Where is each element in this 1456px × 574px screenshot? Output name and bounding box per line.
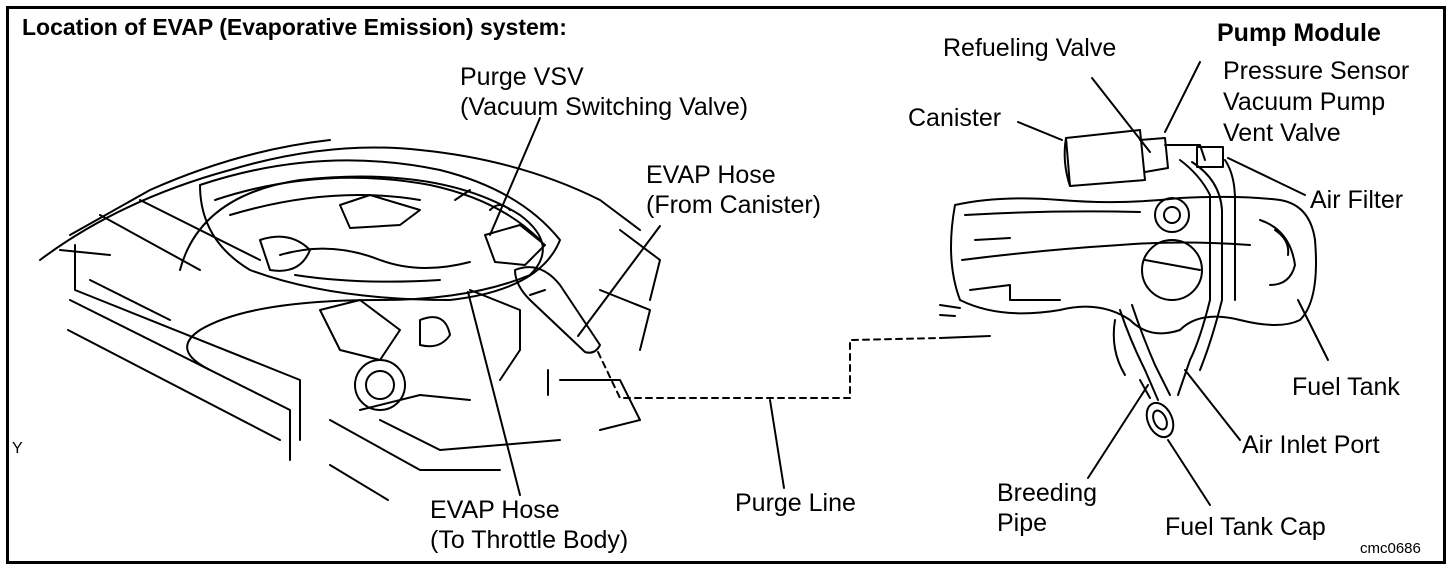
- label-air-inlet-port: Air Inlet Port: [1242, 431, 1380, 459]
- label-refueling-valve: Refueling Valve: [943, 34, 1117, 62]
- fuel-tank-drawing: [939, 129, 1317, 439]
- label-vent-valve: Vent Valve: [1223, 119, 1341, 147]
- leader-air-inlet-port: [1184, 369, 1241, 441]
- leader-air-filter: [1227, 157, 1306, 196]
- label-air-filter: Air Filter: [1310, 186, 1404, 214]
- label-evap-hose-canister: EVAP Hose (From Canister): [646, 160, 821, 220]
- leader-evap-hose-canister: [577, 225, 661, 337]
- leader-fuel-tank: [1297, 299, 1329, 361]
- purge-line-solid: [939, 335, 991, 339]
- label-purge-vsv-line2: (Vacuum Switching Valve): [460, 93, 749, 121]
- label-canister: Canister: [908, 104, 1002, 132]
- label-purge-line: Purge Line: [735, 489, 856, 517]
- label-pressure-sensor: Pressure Sensor: [1223, 57, 1410, 85]
- label-fuel-tank: Fuel Tank: [1292, 373, 1400, 401]
- engine-compartment-drawing: [39, 139, 661, 501]
- label-purge-vsv: Purge VSV (Vacuum Switching Valve): [460, 62, 748, 122]
- leader-purge-line: [769, 399, 785, 489]
- leader-fuel-tank-cap: [1167, 439, 1211, 506]
- label-evap-hose-canister-line2: (From Canister): [646, 191, 822, 219]
- label-evap-hose-throttle-line1: EVAP Hose: [430, 496, 560, 524]
- label-vacuum-pump: Vacuum Pump: [1223, 88, 1386, 116]
- label-purge-vsv-line1: Purge VSV: [460, 63, 584, 91]
- purge-line-path: [597, 337, 941, 399]
- label-evap-hose-throttle: EVAP Hose (To Throttle Body): [430, 495, 628, 555]
- leader-pump-module: [1164, 61, 1201, 133]
- leader-evap-hose-throttle: [467, 291, 521, 496]
- figure-code: cmc0686: [1360, 540, 1421, 557]
- label-breeding-pipe-line1: Breeding: [997, 479, 1098, 507]
- label-pump-module: Pump Module: [1217, 19, 1381, 47]
- label-evap-hose-canister-line1: EVAP Hose: [646, 161, 776, 189]
- figure-frame: [6, 6, 1446, 564]
- leader-purge-vsv: [489, 117, 541, 236]
- label-evap-hose-throttle-line2: (To Throttle Body): [430, 526, 629, 554]
- y-marker: Y: [12, 440, 23, 457]
- leader-breeding-pipe: [1087, 384, 1149, 479]
- label-breeding-pipe: Breeding Pipe: [997, 478, 1097, 538]
- label-breeding-pipe-line2: Pipe: [997, 509, 1048, 537]
- label-fuel-tank-cap: Fuel Tank Cap: [1165, 513, 1326, 541]
- leader-canister: [1017, 121, 1063, 141]
- leader-refueling-valve: [1091, 77, 1151, 153]
- figure-title: Location of EVAP (Evaporative Emission) …: [22, 14, 567, 40]
